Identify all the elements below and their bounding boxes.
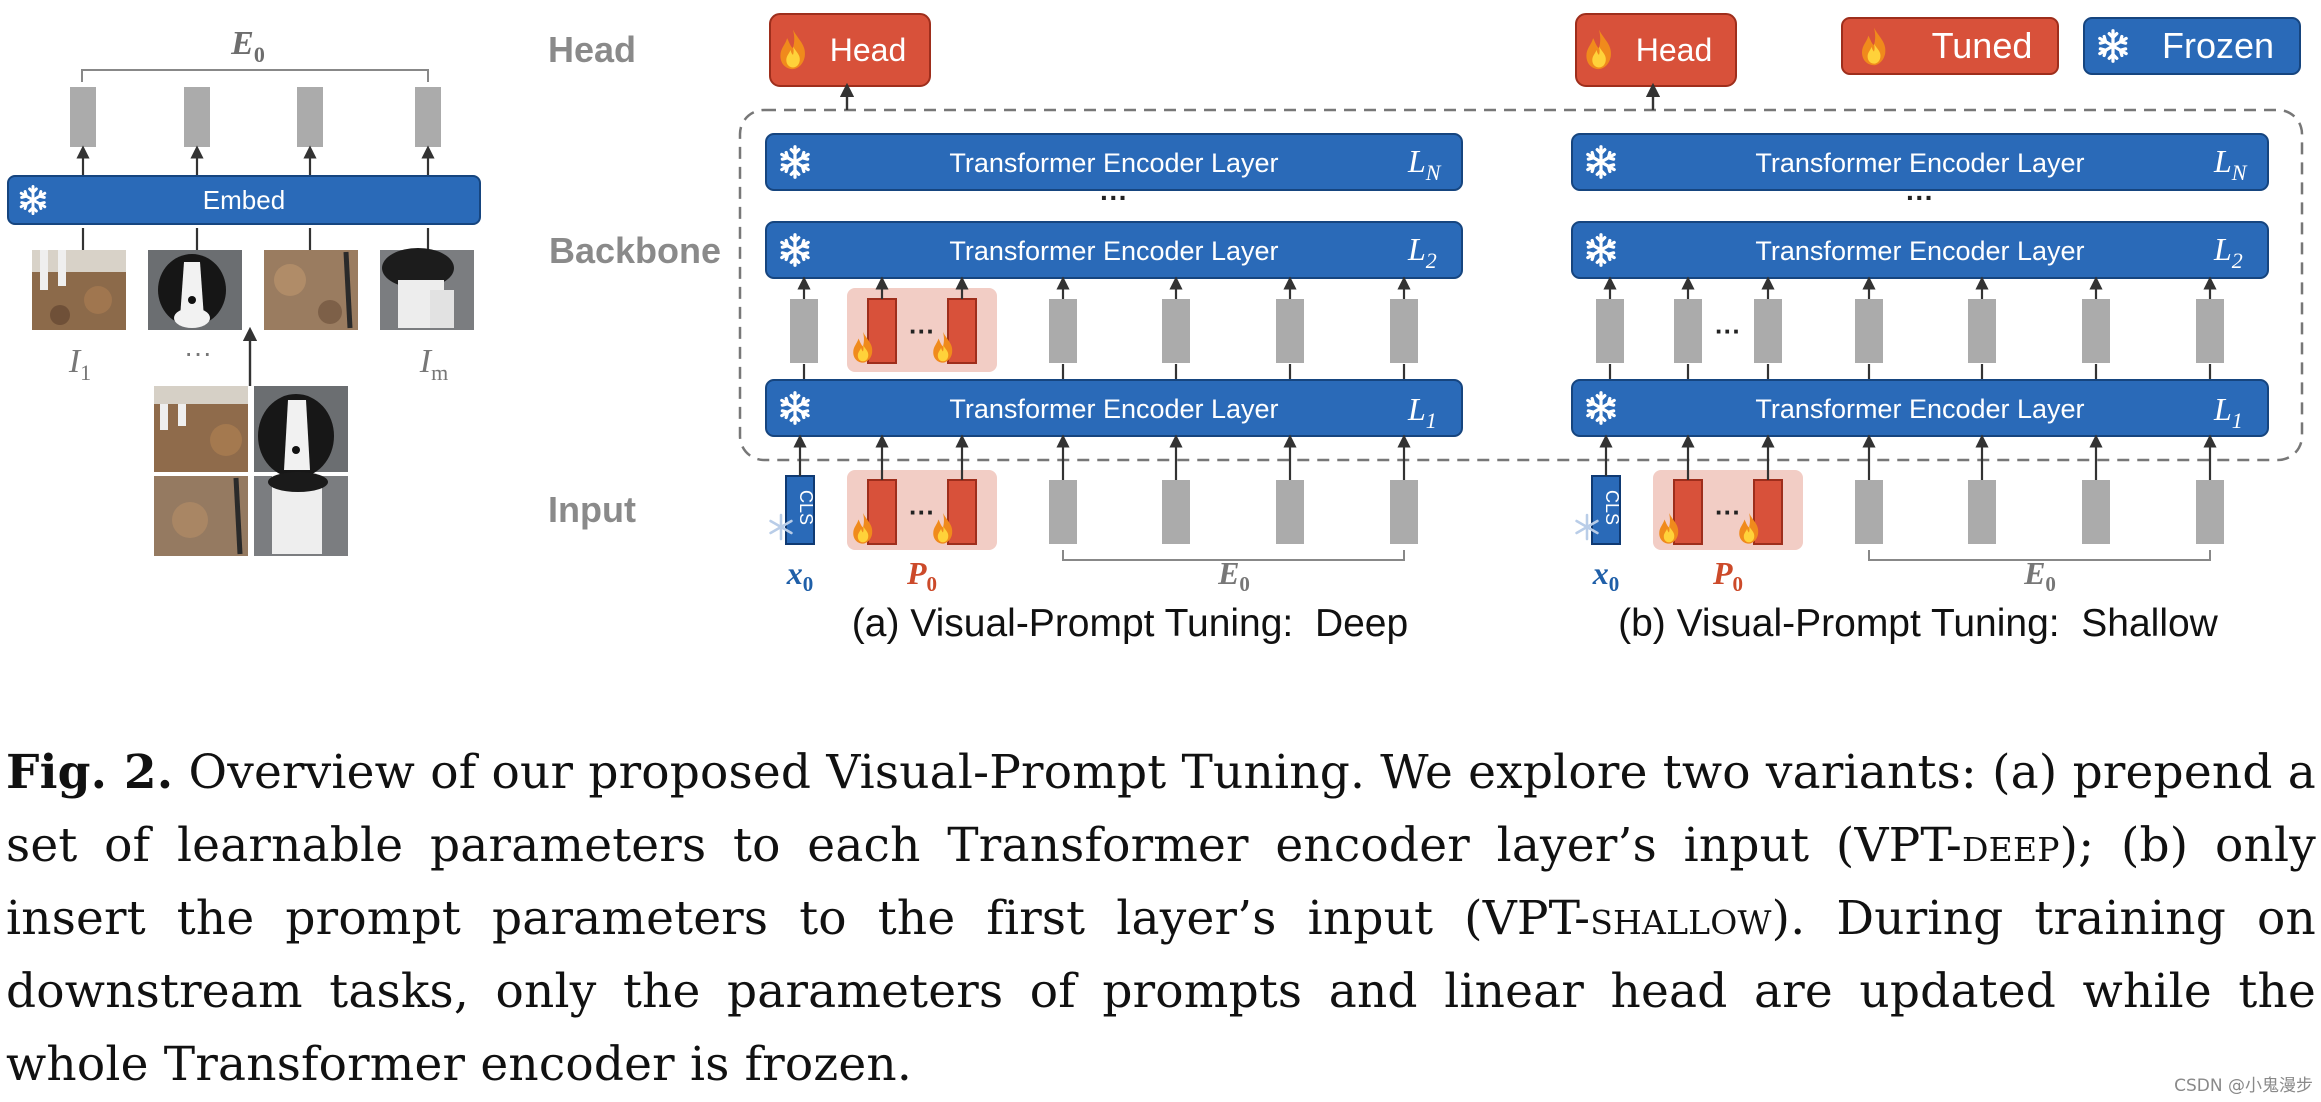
- svg-text:···: ···: [909, 497, 935, 527]
- layer-deep-l2: Transformer Encoder Layer L2: [765, 221, 1463, 279]
- embedding-panel: E0 Embed: [7, 25, 481, 556]
- svg-text:Tuned: Tuned: [1932, 25, 2033, 66]
- svg-text:Transformer Encoder Layer: Transformer Encoder Layer: [1755, 394, 2084, 424]
- head-box-shallow: Head: [1575, 13, 1737, 87]
- patch-3: [264, 250, 358, 330]
- patch-1: [32, 250, 126, 330]
- image-label-dots: ···: [184, 337, 212, 368]
- subcaption-deep: (a) Visual-Prompt Tuning: Deep: [852, 602, 1408, 645]
- mid-arrows-deep: [797, 276, 1411, 380]
- caption-deep-term: deep: [1962, 818, 2060, 873]
- patch-2: [148, 250, 242, 330]
- layer-shallow-ln: Transformer Encoder Layer LN: [1571, 133, 2269, 191]
- svg-text:Frozen: Frozen: [2162, 25, 2274, 66]
- layer-deep-l1: Transformer Encoder Layer L1: [765, 379, 1463, 437]
- layer-dots: ···: [1906, 182, 1934, 213]
- svg-text:L1: L1: [2213, 391, 2243, 433]
- legend-tuned: Tuned: [1841, 17, 2059, 75]
- image-label-last: Im: [419, 343, 448, 385]
- embed-output-tokens: [70, 87, 441, 176]
- caption-shallow-term: shallow: [1590, 891, 1772, 946]
- mid-tokens-deep: ···: [790, 298, 1418, 364]
- patch-4: [380, 248, 474, 330]
- subcaption-shallow: (b) Visual-Prompt Tuning: Shallow: [1618, 602, 2219, 645]
- svg-text:Head: Head: [830, 32, 907, 68]
- e0-label: E0: [1217, 555, 1250, 596]
- caption-label: Fig. 2.: [6, 745, 174, 800]
- svg-text:···: ···: [1715, 316, 1741, 346]
- layer-shallow-l2: Transformer Encoder Layer L2: [1571, 221, 2269, 279]
- svg-text:Transformer Encoder Layer: Transformer Encoder Layer: [1755, 236, 2084, 266]
- p0-label: P0: [1712, 555, 1743, 596]
- svg-text:···: ···: [909, 316, 935, 346]
- x0-label: x0: [1592, 555, 1620, 596]
- panel-deep: Head Transformer Encoder Layer LN ··· Tr…: [765, 13, 1463, 645]
- input-tokens-shallow: CLS ···: [1575, 475, 2224, 545]
- svg-text:LN: LN: [1407, 143, 1442, 185]
- p0-label: P0: [906, 555, 937, 596]
- legend-frozen: Frozen: [2083, 17, 2301, 75]
- vpt-figure: E0 Embed: [7, 13, 2304, 645]
- svg-text:Transformer Encoder Layer: Transformer Encoder Layer: [949, 394, 1278, 424]
- mid-tokens-shallow: ···: [1596, 299, 2224, 363]
- svg-text:Transformer Encoder Layer: Transformer Encoder Layer: [949, 148, 1278, 178]
- embed-group-bracket: [81, 69, 429, 82]
- svg-text:L2: L2: [2213, 231, 2243, 273]
- svg-text:CLS: CLS: [1602, 490, 1622, 525]
- row-label-input: Input: [548, 489, 636, 530]
- x0-label: x0: [786, 555, 814, 596]
- svg-text:Transformer Encoder Layer: Transformer Encoder Layer: [1755, 148, 2084, 178]
- e0-label: E0: [2023, 555, 2056, 596]
- svg-text:Head: Head: [1636, 32, 1713, 68]
- input-tokens-deep: CLS ···: [769, 475, 1418, 545]
- image-label-first: I1: [68, 343, 91, 385]
- svg-text:L2: L2: [1407, 231, 1437, 273]
- watermark: CSDN @小鬼漫步: [2174, 1076, 2313, 1096]
- row-label-backbone: Backbone: [549, 230, 721, 271]
- row-label-head: Head: [548, 29, 636, 70]
- embed-group-label: E0: [230, 25, 265, 67]
- figure-caption: Fig. 2. Overview of our proposed Visual-…: [6, 736, 2316, 1101]
- layer-shallow-l1: Transformer Encoder Layer L1: [1571, 379, 2269, 437]
- head-box-deep: Head: [769, 13, 931, 87]
- svg-text:LN: LN: [2213, 143, 2248, 185]
- caption-text-1: Overview of our proposed Visual-Prompt T…: [6, 745, 2316, 873]
- backbone-frame: [738, 108, 2304, 462]
- svg-text:Transformer Encoder Layer: Transformer Encoder Layer: [949, 236, 1278, 266]
- svg-text:L1: L1: [1407, 391, 1437, 433]
- embed-layer: Embed: [7, 175, 481, 225]
- embed-label: Embed: [203, 185, 285, 215]
- layer-dots: ···: [1100, 182, 1128, 213]
- source-image: [154, 386, 348, 556]
- svg-text:CLS: CLS: [796, 490, 816, 525]
- caption-text-2: ); (b) only insert the prompt parameters…: [6, 818, 2316, 946]
- panel-shallow: Head Tuned Frozen Transformer Encoder La…: [1571, 13, 2301, 645]
- svg-text:···: ···: [1715, 497, 1741, 527]
- layer-deep-ln: Transformer Encoder Layer LN: [765, 133, 1463, 191]
- caption-text-3: ). During training on downstream tasks, …: [6, 891, 2316, 1092]
